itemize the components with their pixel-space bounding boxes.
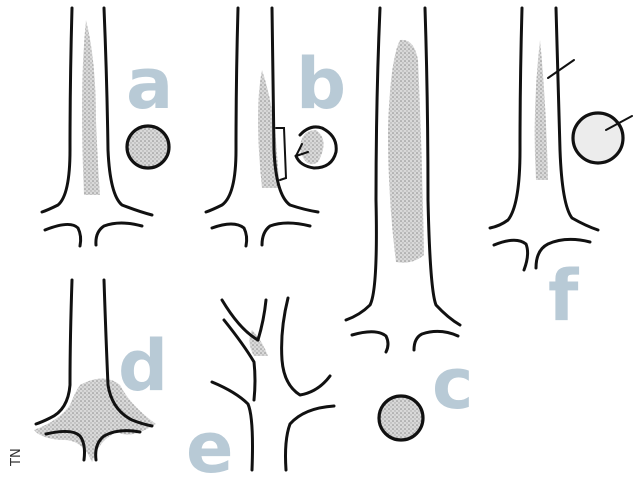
panel-f-left-wall (490, 8, 522, 228)
panel-d-left-wall (36, 280, 72, 424)
panel-b: b (206, 8, 346, 246)
panel-a-bulb-right (96, 223, 142, 245)
panel-c: c (346, 8, 474, 440)
panel-f: f (490, 8, 632, 337)
panel-label-a: a (126, 43, 173, 125)
panel-b-cross-section-fill (300, 130, 324, 164)
panel-label-c: c (432, 343, 474, 425)
panel-label-e: e (186, 407, 233, 487)
panel-c-shaded-core (388, 40, 424, 263)
panel-e-upper-branch-right (282, 298, 330, 395)
panel-b-bulb-left (212, 224, 247, 246)
credit-initials: TN (9, 448, 24, 467)
panel-label-d: d (118, 325, 168, 407)
panel-f-bulb-left (494, 240, 528, 270)
panel-a-shaded-core (82, 20, 100, 195)
panel-a: a (42, 8, 173, 246)
panel-f-mark-line (548, 60, 574, 78)
panel-d: d (34, 280, 168, 462)
panel-a-bulb-left (45, 224, 81, 246)
panel-e-right-wall (286, 406, 335, 470)
panel-label-b: b (296, 43, 346, 125)
panel-b-left-wall (206, 8, 238, 212)
panel-e-upper-branch-inner (224, 320, 255, 400)
panel-f-shaded-core (535, 40, 548, 180)
panel-e: e (186, 298, 334, 487)
panel-a-left-wall (42, 8, 72, 212)
panel-c-left-wall (346, 8, 380, 320)
panel-e-upper-branch-stub (258, 300, 266, 340)
panel-c-right-wall (425, 8, 460, 325)
panel-b-bulb-right (262, 223, 310, 245)
panel-c-bulb-left (352, 332, 388, 352)
panel-label-f: f (548, 255, 580, 337)
